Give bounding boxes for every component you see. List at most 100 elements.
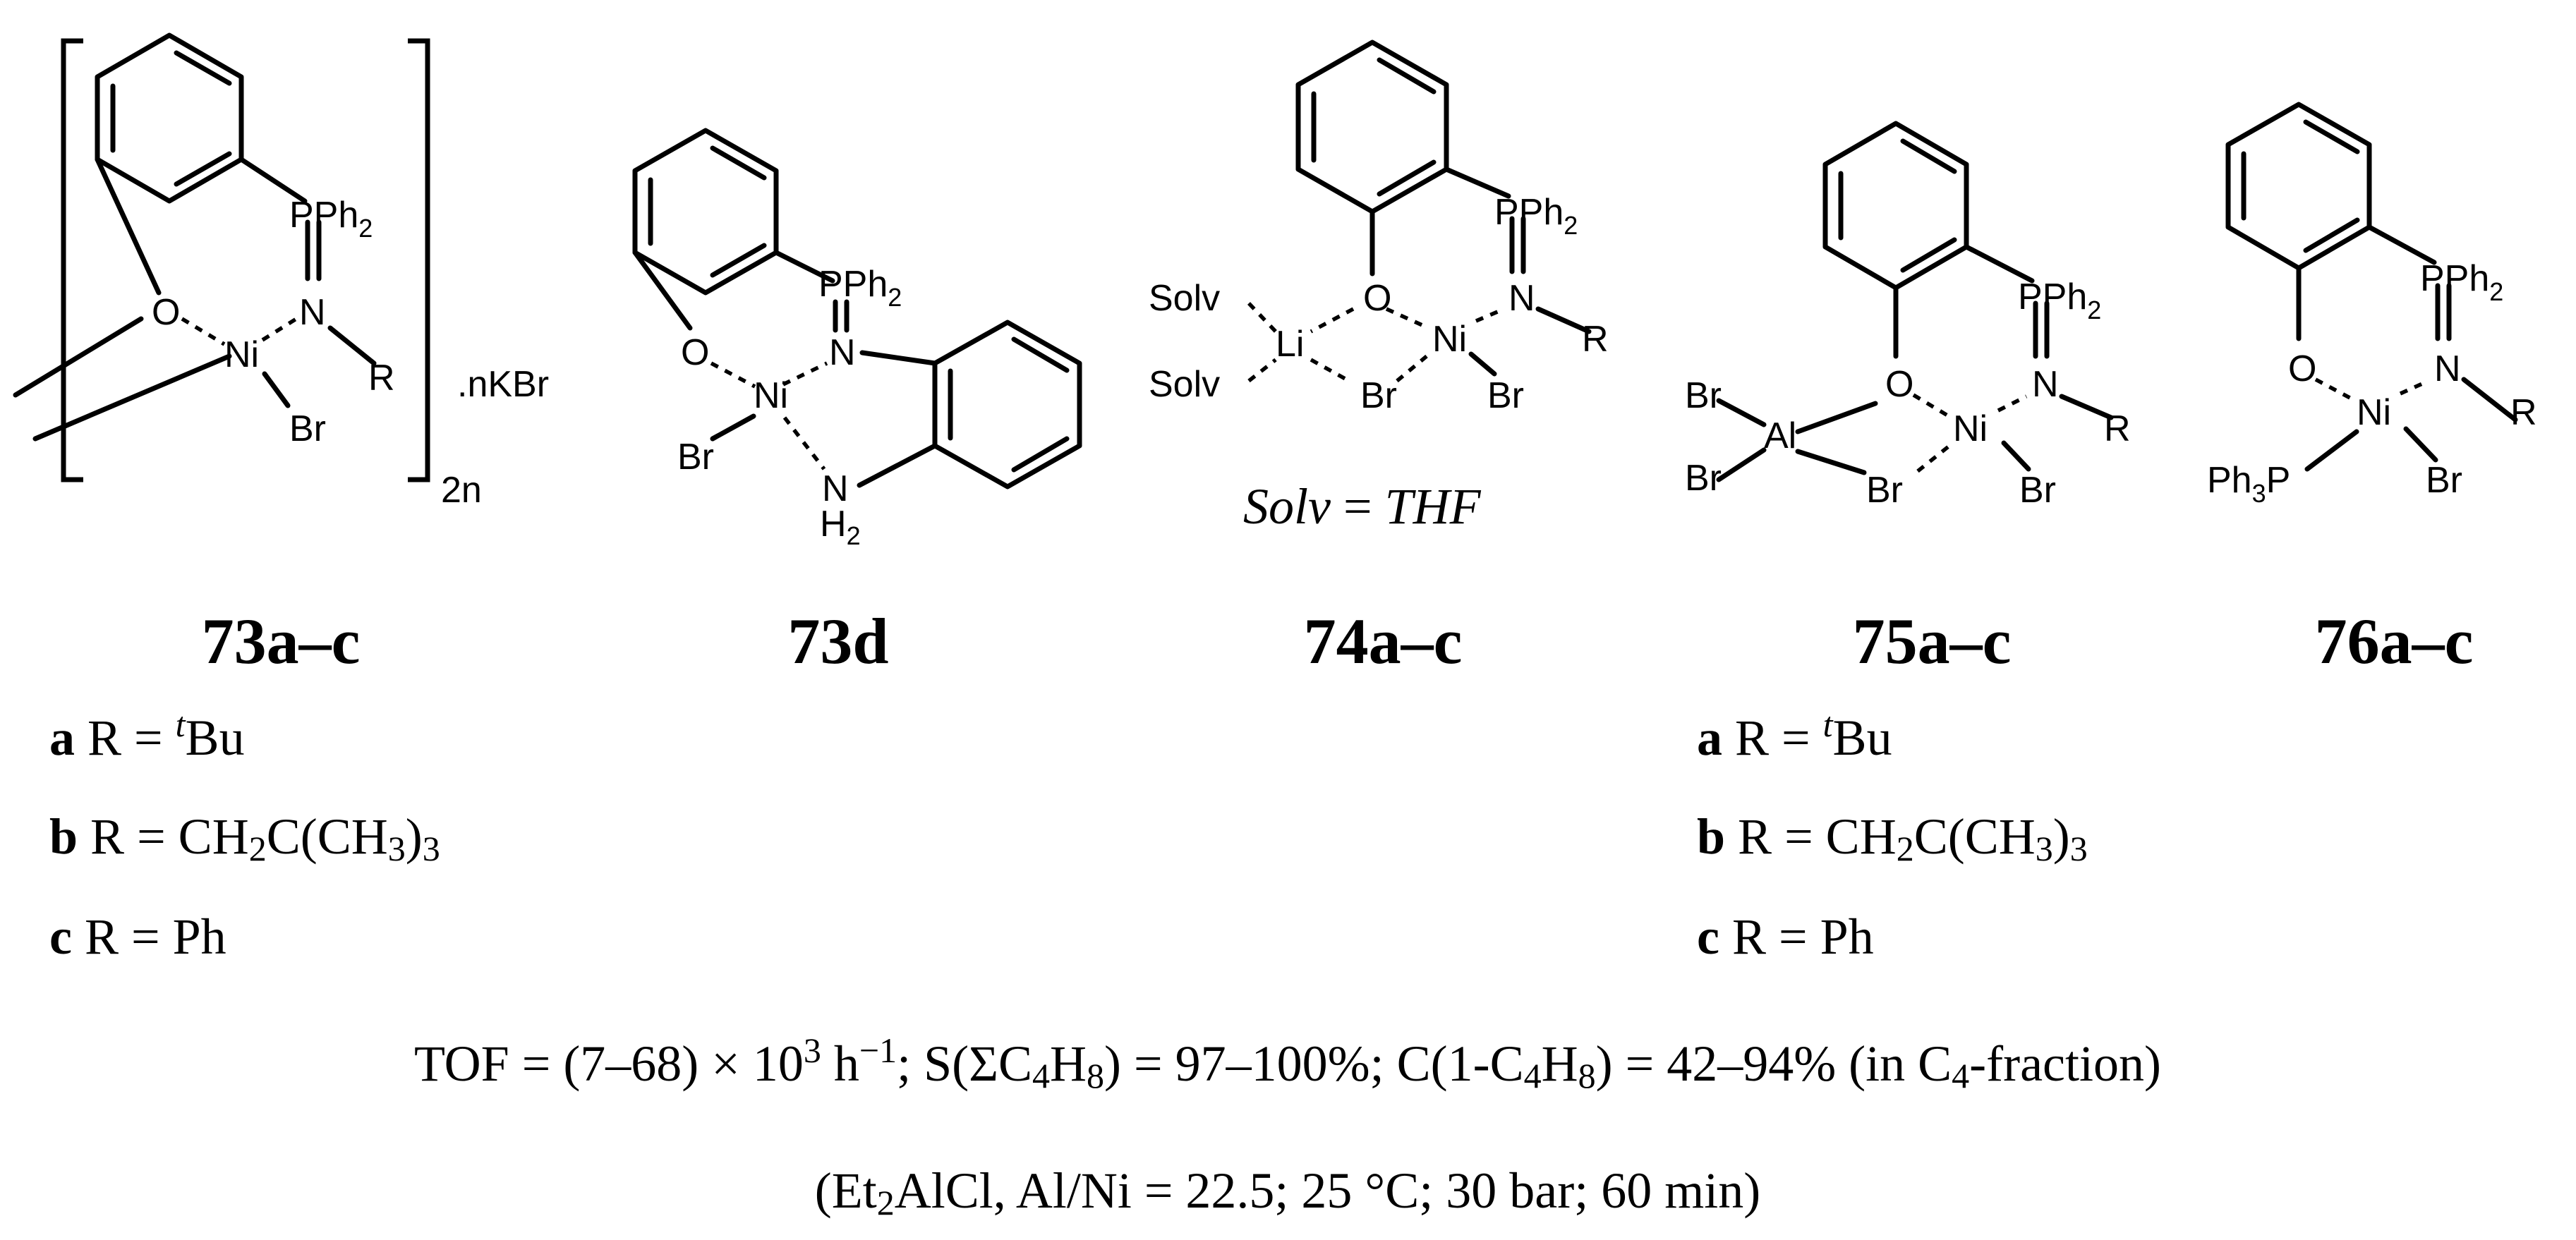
bromine-atom: Br	[289, 408, 326, 449]
aromatic-double-bond	[710, 243, 767, 278]
bond-ni-br	[2001, 440, 2031, 472]
pph2-label: PPh2	[2018, 276, 2101, 324]
substituent-b: b R = CH2C(CH3)3	[49, 808, 440, 868]
bond-ni-br	[262, 371, 291, 408]
coord-bond-nh2-ni	[782, 416, 826, 470]
bond-ni-br	[710, 413, 756, 442]
benzene-ring	[2225, 102, 2372, 271]
compound-label-75a-c: 75a–c	[1853, 605, 2012, 677]
coord-bond-o-ni	[710, 361, 756, 389]
bond-al-br	[1716, 398, 1767, 427]
bond-ring-o	[632, 250, 693, 331]
coord-bond-o-li	[1310, 307, 1355, 334]
structure-76a-c: PPh2 O N Ni R Br Ph3P	[2207, 102, 2537, 508]
polymer-subscript: 2n	[441, 470, 482, 511]
bromine-atom: Br	[1360, 375, 1397, 416]
polymer-bond-o	[13, 316, 144, 398]
aromatic-double-bond	[2303, 217, 2360, 253]
aromatic-double-bond	[1900, 237, 1957, 273]
nickel-atom: Ni	[224, 334, 259, 375]
bond-ring-nh2	[857, 443, 938, 488]
bromine-atom: Br	[1685, 375, 1722, 416]
oxygen-atom: O	[152, 292, 180, 333]
substituent-a: a R = tBu	[1697, 705, 1892, 766]
nitrogen-atom: N	[1508, 278, 1535, 319]
compound-label-73d: 73d	[787, 605, 888, 677]
aniline-ring	[932, 320, 1082, 490]
coord-bond-n-ni	[1997, 394, 2028, 413]
compound-label-74a-c: 74a–c	[1304, 605, 1463, 677]
benzene-ring	[1295, 39, 1449, 214]
nickel-atom: Ni	[2357, 392, 2391, 433]
nitrogen-atom: N	[2032, 364, 2059, 405]
coord-bond-n-ni	[261, 317, 298, 342]
bromine-atom: Br	[2426, 460, 2462, 501]
nitrogen-atom: N	[2434, 348, 2461, 389]
bond-ni-p	[2304, 429, 2359, 472]
aromatic-double-bond	[174, 50, 232, 86]
coord-bond-br-ni	[1916, 441, 1954, 473]
aromatic-double-bond	[1011, 336, 1070, 373]
bond-n-r	[2059, 394, 2114, 420]
bond-n-r	[1535, 306, 1592, 334]
bond-al-o	[1795, 401, 1878, 434]
r-group: R	[2510, 392, 2537, 433]
structure-73d: PPh2 O N Ni Br N H2	[632, 128, 1082, 550]
benzene-ring	[1822, 121, 1969, 291]
bond-ring-o	[95, 157, 162, 296]
kbr-suffix: .nKBr	[457, 364, 549, 405]
benzene-ring	[632, 128, 779, 296]
substituent-legend-right: a R = tBu b R = CH2C(CH3)3 c R = Ph	[1697, 705, 2088, 965]
bromine-atom: Br	[1685, 458, 1722, 499]
bond-ni-br	[1468, 351, 1497, 377]
substituent-b: b R = CH2C(CH3)3	[1697, 808, 2088, 868]
structure-74a-c: PPh2 O N Ni R Li Br Br Solv Solv Solv = …	[1149, 39, 1609, 535]
aromatic-double-bond	[710, 145, 767, 181]
aromatic-double-bond	[174, 151, 232, 187]
bond-ring-p	[1444, 166, 1511, 199]
substituent-a: a R = tBu	[49, 705, 245, 766]
bond-ring-p	[238, 157, 308, 204]
aromatic-double-bond	[1377, 57, 1437, 95]
left-bracket	[61, 38, 83, 482]
bromine-atom: Br	[1866, 470, 1903, 511]
aromatic-double-bond	[1900, 138, 1957, 174]
structure-75a-c: PPh2 O N Ni R Al Br Br Br Br	[1685, 121, 2131, 511]
coord-bond-solv-li	[1247, 358, 1277, 383]
coord-bond-n-ni	[2399, 379, 2430, 396]
bond-ring-p	[1964, 244, 2035, 284]
bond-al-br	[1795, 449, 1867, 475]
right-bracket	[408, 38, 430, 482]
bond-al-br	[1716, 447, 1767, 482]
benzene-ring	[95, 32, 244, 204]
solvent-label: Solv	[1149, 364, 1220, 405]
nitrogen-atom: N	[299, 292, 326, 333]
bond-ni-br	[2403, 426, 2438, 463]
lithium-atom: Li	[1276, 324, 1304, 365]
compound-label-73a-c: 73a–c	[202, 605, 361, 677]
conditions-line-2: (Et2AlCl, Al/Ni = 22.5; 25 °C; 30 bar; 6…	[815, 1162, 1760, 1222]
structure-73a-c: PPh2 O N Ni R Br 2n .nKBr	[13, 32, 549, 511]
pph2-label: PPh2	[1494, 192, 1578, 240]
substituent-c: c R = Ph	[1697, 908, 1874, 965]
nickel-atom: Ni	[1432, 319, 1467, 360]
aromatic-double-bond	[1011, 436, 1070, 473]
polymer-bond-ni	[32, 353, 232, 442]
solvent-label: Solv	[1149, 278, 1220, 319]
r-group: R	[368, 358, 395, 399]
aromatic-double-bond	[1377, 159, 1437, 197]
substituent-legend-left: a R = tBu b R = CH2C(CH3)3 c R = Ph	[49, 705, 440, 965]
bond-ring-p	[773, 250, 835, 284]
coord-bond-n-ni	[1475, 307, 1506, 323]
pph2-label: PPh2	[818, 264, 902, 312]
coord-bond-o-ni	[1385, 307, 1425, 328]
r-group: R	[2104, 408, 2131, 449]
bond-n-ring	[859, 350, 938, 366]
compound-label-76a-c: 76a–c	[2315, 605, 2474, 677]
nickel-atom: Ni	[754, 375, 788, 416]
oxygen-atom: O	[2288, 348, 2316, 389]
coord-bond-n-ni	[782, 361, 828, 387]
coord-bond-o-ni	[181, 317, 226, 346]
coord-bond-br-ni	[1396, 354, 1428, 383]
